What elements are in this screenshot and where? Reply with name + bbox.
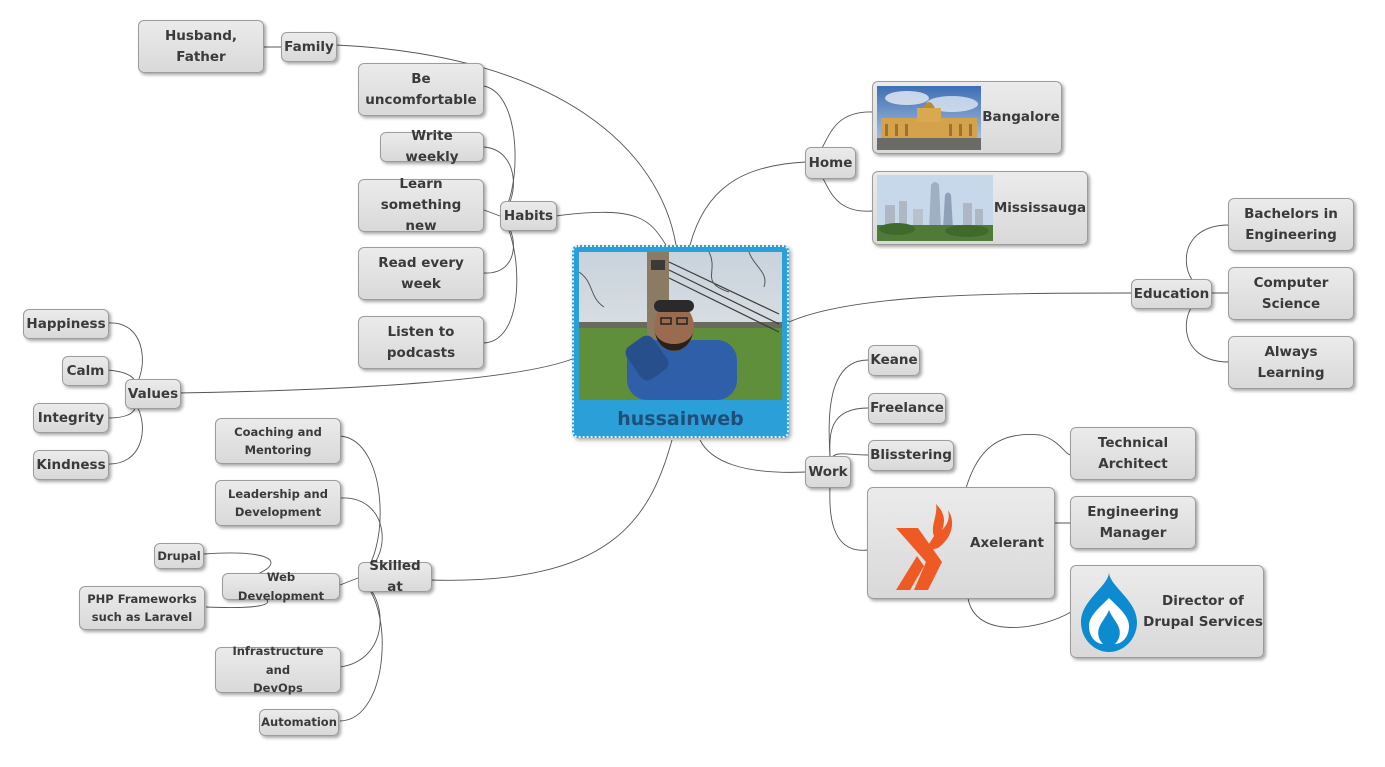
value-calm[interactable]: Calm [62,356,109,386]
home-mississauga[interactable]: Mississauga [872,171,1088,245]
family-node[interactable]: Family [281,32,337,62]
value-integrity[interactable]: Integrity [33,403,109,433]
bangalore-label: Bangalore [982,109,1060,126]
value-happiness[interactable]: Happiness [23,309,109,339]
work-freelance[interactable]: Freelance [868,393,946,424]
role-engineering-manager[interactable]: Engineering Manager [1070,496,1196,549]
skill-php-frameworks[interactable]: PHP Frameworks such as Laravel [79,586,205,630]
work-axelerant[interactable]: Axelerant [867,487,1055,599]
home-node[interactable]: Home [805,147,856,179]
skilled-at-node[interactable]: Skilled at [358,558,432,595]
work-node[interactable]: Work [805,456,851,488]
habit-learn-something-new[interactable]: Learn something new [358,176,484,234]
home-bangalore[interactable]: Bangalore [872,81,1062,154]
education-bachelors-engineering[interactable]: Bachelors in Engineering [1228,198,1354,251]
habit-write-weekly[interactable]: Write weekly [380,128,484,165]
skill-automation[interactable]: Automation [259,709,339,736]
skill-infrastructure-devops[interactable]: Infrastructure and DevOps [215,644,341,695]
education-always-learning[interactable]: Always Learning [1228,336,1354,389]
role-technical-architect[interactable]: Technical Architect [1070,427,1196,480]
central-topic[interactable]: hussainweb [572,245,789,438]
values-node[interactable]: Values [125,379,181,409]
role-director-drupal-services[interactable]: Director of Drupal Services [1070,565,1264,658]
habit-read-every-week[interactable]: Read every week [358,247,484,300]
axelerant-logo-icon [896,504,953,590]
skill-web-development[interactable]: Web Development [222,570,340,603]
drupal-logo-icon [1081,571,1137,652]
value-kindness[interactable]: Kindness [33,450,109,480]
mississauga-label: Mississauga [993,199,1087,216]
skill-leadership-development[interactable]: Leadership and Development [215,480,341,526]
director-drupal-label: Director of Drupal Services [1143,592,1263,630]
work-keane[interactable]: Keane [868,345,920,376]
mississauga-image [877,175,993,241]
habits-node[interactable]: Habits [500,201,557,231]
work-blisstering[interactable]: Blisstering [868,440,954,471]
profile-photo [579,252,782,400]
central-topic-title: hussainweb [617,408,744,430]
bangalore-image [877,85,981,150]
axelerant-label: Axelerant [970,534,1044,551]
skill-coaching-mentoring[interactable]: Coaching and Mentoring [215,418,341,464]
family-husband-father[interactable]: Husband, Father [138,20,264,73]
education-node[interactable]: Education [1131,279,1212,309]
skill-drupal[interactable]: Drupal [154,543,204,569]
education-computer-science[interactable]: Computer Science [1228,267,1354,320]
habit-listen-to-podcasts[interactable]: Listen to podcasts [358,316,484,369]
habit-be-uncomfortable[interactable]: Be uncomfortable [358,63,484,116]
